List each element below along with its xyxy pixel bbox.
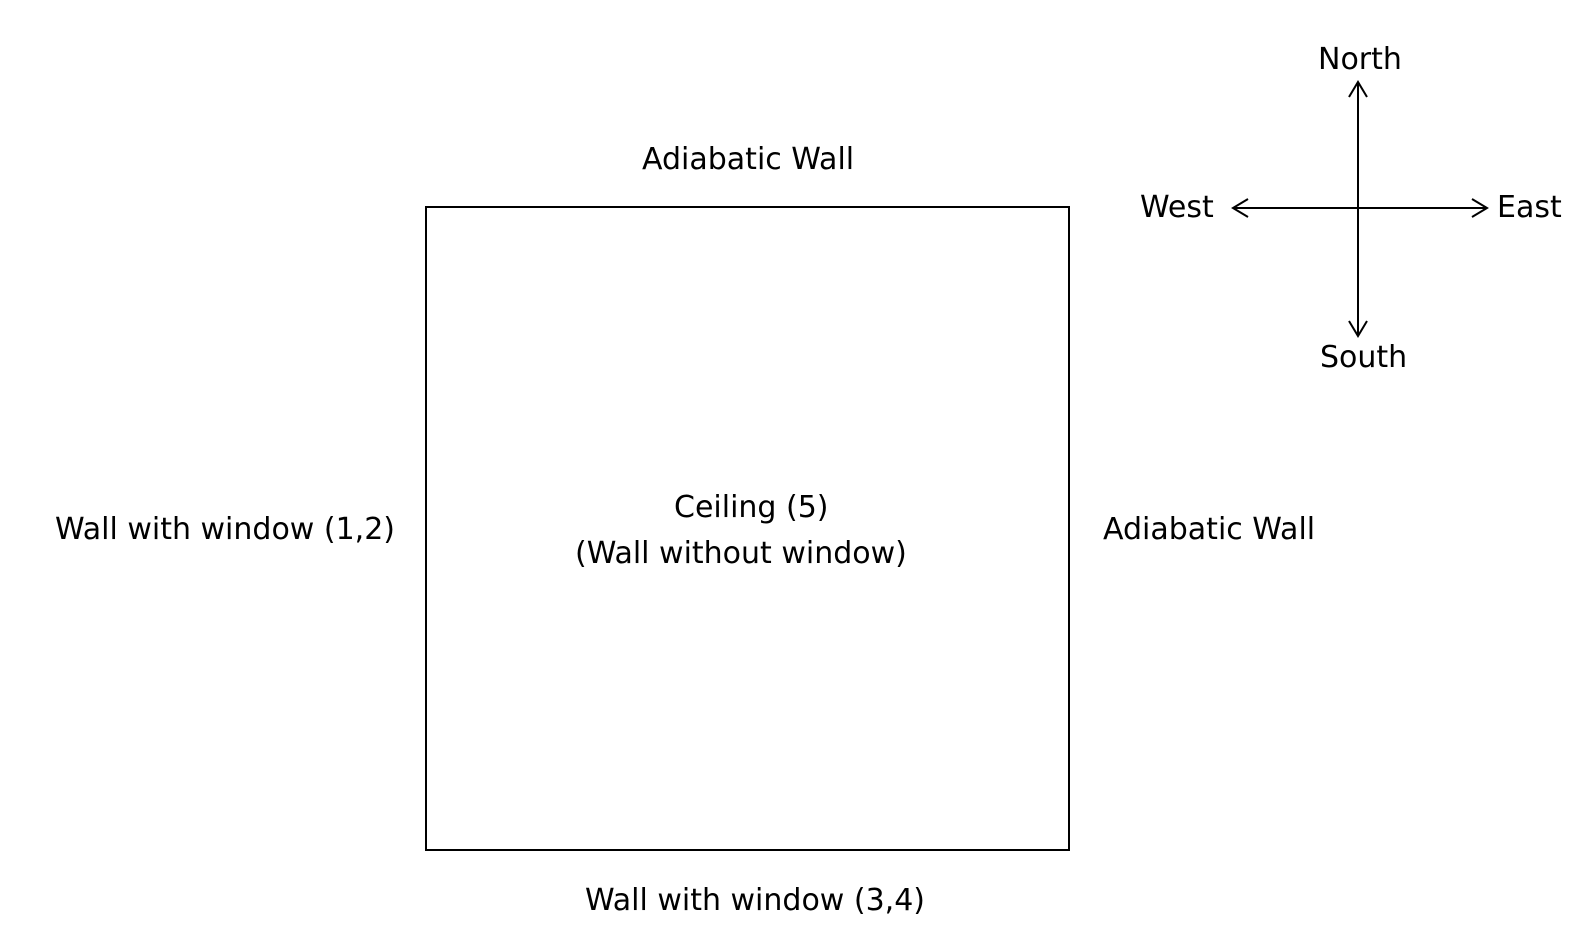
compass-west-label: West <box>1140 190 1214 225</box>
compass-east-label: East <box>1497 190 1562 225</box>
east-arrow-icon <box>1471 198 1489 218</box>
west-wall-label: Wall with window (1,2) <box>55 512 395 547</box>
compass-north-label: North <box>1318 42 1402 77</box>
ceiling-label: Ceiling (5) <box>674 490 829 525</box>
east-wall-label: Adiabatic Wall <box>1103 512 1316 547</box>
south-wall-label: Wall with window (3,4) <box>585 883 925 918</box>
compass-south-label: South <box>1320 340 1408 375</box>
room-outline <box>425 206 1070 851</box>
north-wall-label: Adiabatic Wall <box>642 142 855 177</box>
north-arrow-icon <box>1348 80 1368 98</box>
south-arrow-icon <box>1348 320 1368 338</box>
ceiling-sublabel: (Wall without window) <box>575 536 907 571</box>
west-arrow-icon <box>1231 198 1249 218</box>
